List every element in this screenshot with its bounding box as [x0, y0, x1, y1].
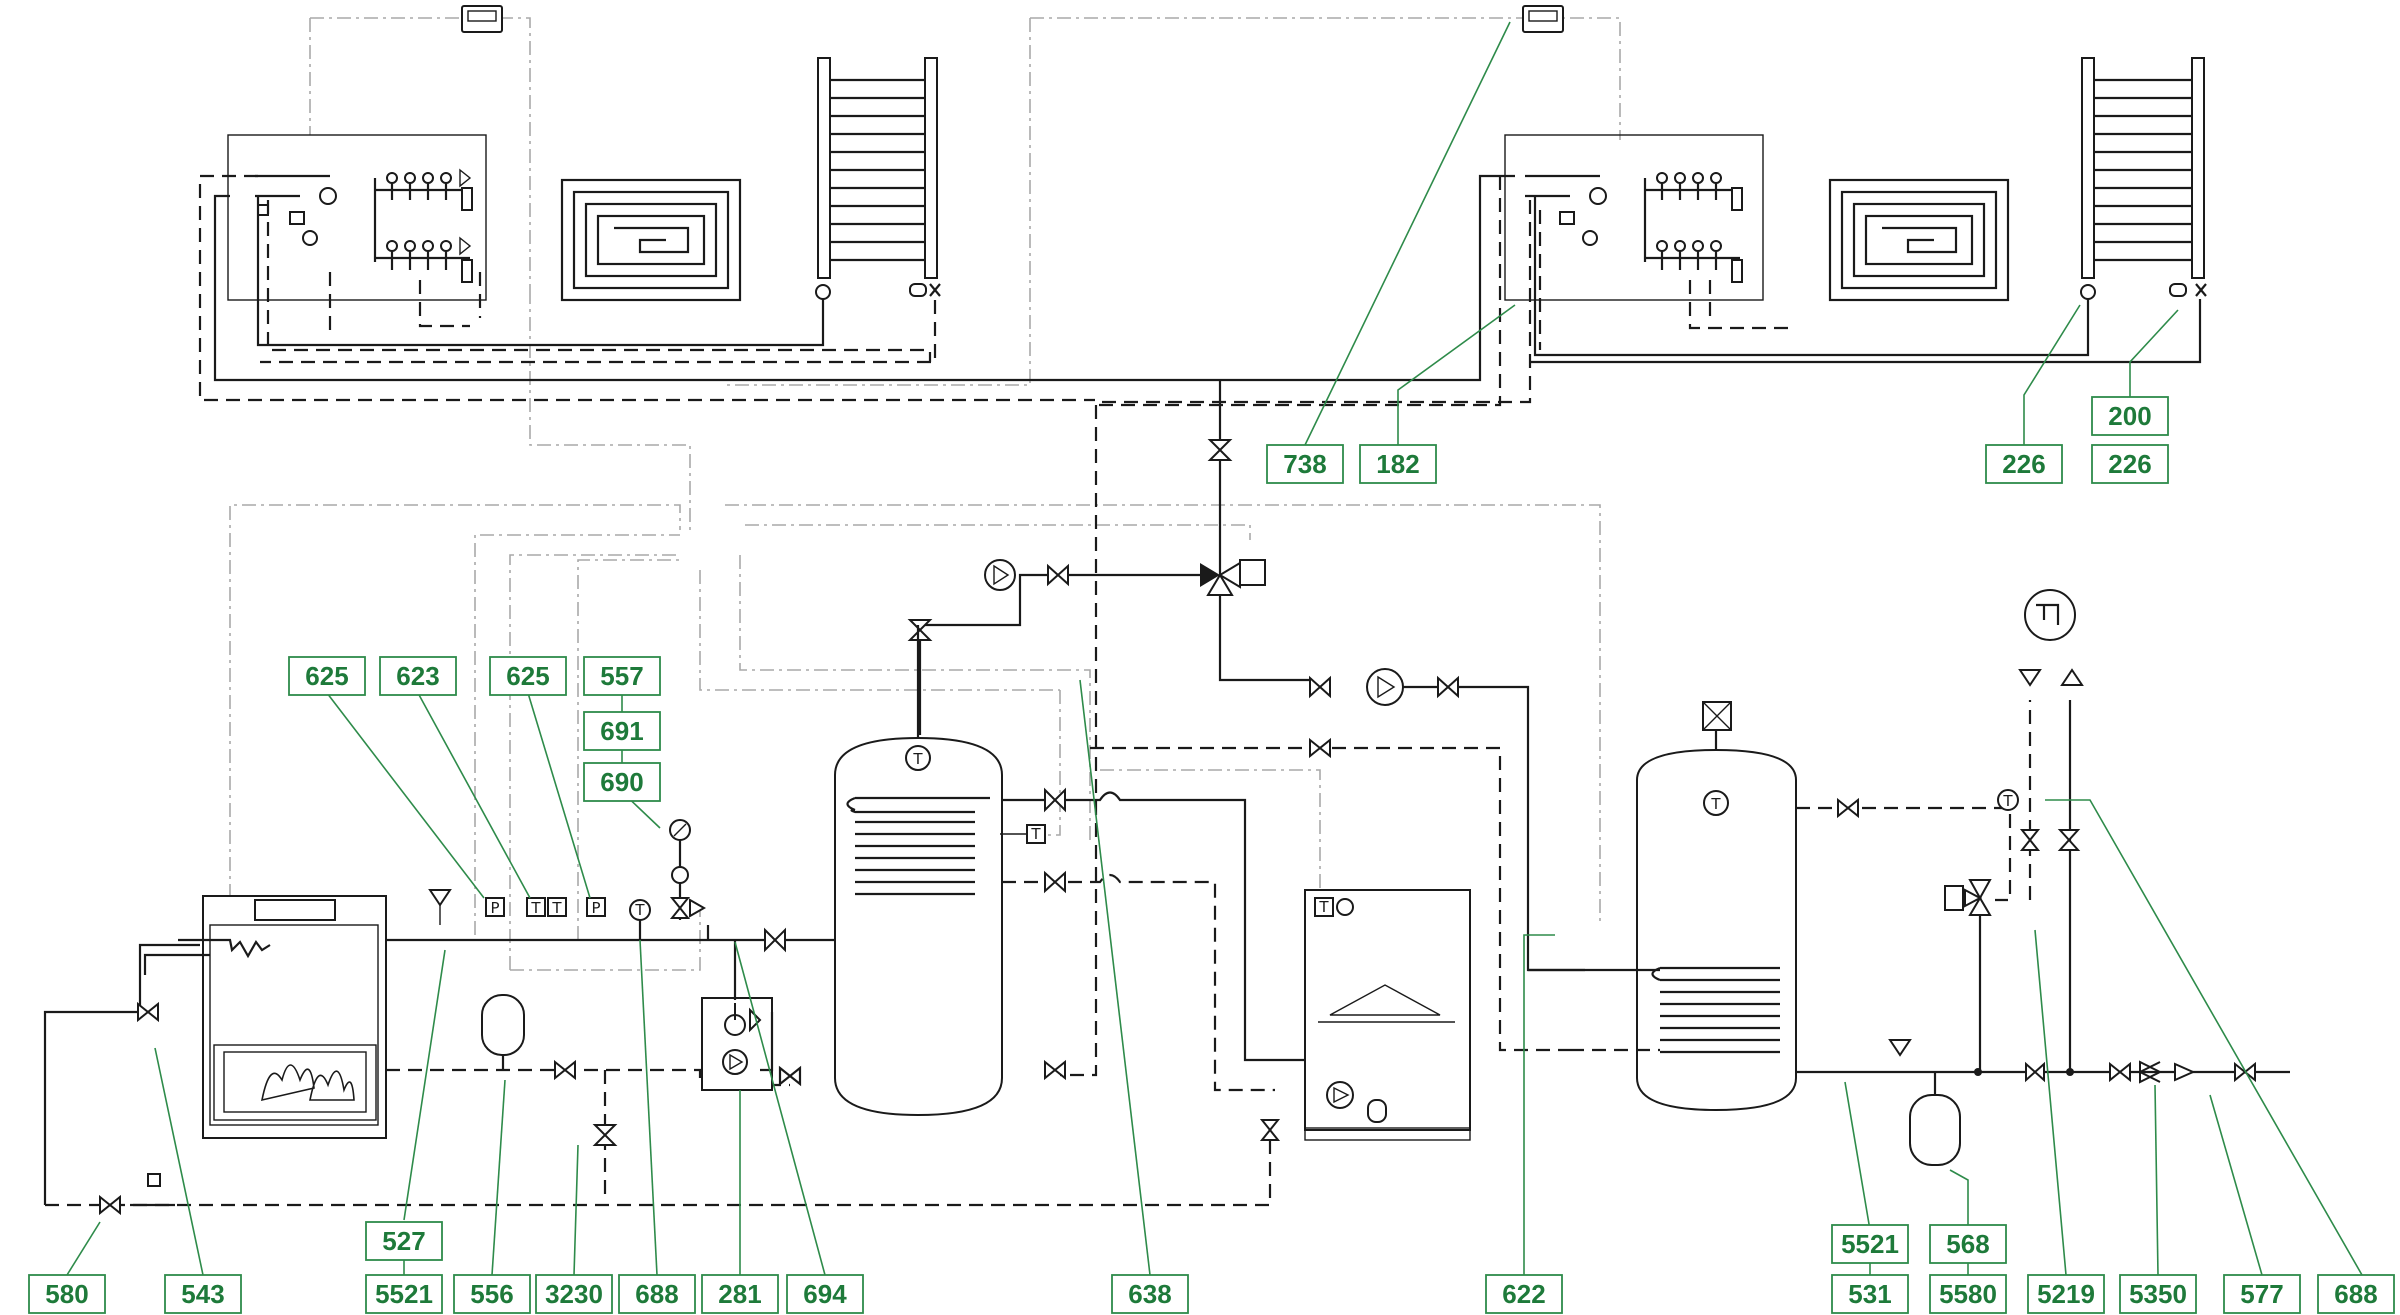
- label-543: 543: [164, 1274, 242, 1314]
- svg-text:527: 527: [382, 1226, 425, 1256]
- label-5580: 5580: [1929, 1274, 2007, 1314]
- label-557: 557: [583, 656, 661, 696]
- label-568: 568: [1929, 1224, 2007, 1264]
- svg-text:622: 622: [1502, 1279, 1545, 1309]
- control-wiring: [229, 17, 1621, 971]
- label-577: 577: [2223, 1274, 2301, 1314]
- label-556: 556: [453, 1274, 531, 1314]
- svg-text:226: 226: [2108, 449, 2151, 479]
- pressure-switch-label-2: P: [591, 899, 600, 917]
- dhw-circulator-pump: [1366, 668, 1404, 706]
- label-625b: 625: [489, 656, 567, 696]
- label-281: 281: [701, 1274, 779, 1314]
- label-688a: 688: [618, 1274, 696, 1314]
- room-controller-2: [1522, 5, 1564, 33]
- label-638: 638: [1111, 1274, 1189, 1314]
- svg-text:531: 531: [1848, 1279, 1891, 1309]
- buffer-thermostat: T: [1030, 825, 1041, 843]
- label-580: 580: [28, 1274, 106, 1314]
- expansion-vessel-dhw: [1909, 1072, 1961, 1166]
- buffer-temp-sensor: T: [912, 750, 923, 768]
- label-226b: 226: [2091, 444, 2169, 484]
- svg-text:625: 625: [506, 661, 549, 691]
- svg-text:694: 694: [803, 1279, 847, 1309]
- label-182: 182: [1359, 444, 1437, 484]
- label-5521b: 5521: [1831, 1224, 1909, 1264]
- label-527: 527: [365, 1221, 443, 1261]
- svg-text:5580: 5580: [1939, 1279, 1997, 1309]
- leader-lines: [66, 21, 2363, 1276]
- room-controller-1: [461, 5, 503, 33]
- towel-radiator-2: [2080, 57, 2207, 300]
- svg-text:556: 556: [470, 1279, 513, 1309]
- label-5521a: 5521: [365, 1274, 443, 1314]
- upper-right-zone: [1095, 5, 2207, 407]
- upper-left-zone: [198, 5, 1515, 402]
- dhw-storage-tank: T T: [1528, 589, 2290, 1166]
- label-694: 694: [786, 1274, 864, 1314]
- expansion-vessel-heating: [481, 994, 525, 1070]
- label-3230: 3230: [535, 1274, 613, 1314]
- svg-text:623: 623: [396, 661, 439, 691]
- three-way-diverter-valve: [1200, 559, 1266, 596]
- svg-text:577: 577: [2240, 1279, 2283, 1309]
- svg-text:5521: 5521: [1841, 1229, 1899, 1259]
- label-690: 690: [583, 762, 661, 802]
- svg-text:281: 281: [718, 1279, 761, 1309]
- buffer-tank: T T: [834, 625, 1305, 1117]
- thermostat-label-2: T: [551, 899, 562, 917]
- tap-icon: [2024, 589, 2076, 641]
- label-691: 691: [583, 711, 661, 751]
- floor-heating-panel-1: [560, 178, 742, 302]
- svg-text:182: 182: [1376, 449, 1419, 479]
- upper-circulator-pump: [984, 559, 1016, 591]
- generator-temp-label: T: [1318, 898, 1329, 916]
- label-623: 623: [379, 656, 457, 696]
- svg-text:688: 688: [635, 1279, 678, 1309]
- svg-text:226: 226: [2002, 449, 2045, 479]
- svg-text:688: 688: [2334, 1279, 2377, 1309]
- thermometer-label: T: [634, 901, 645, 919]
- svg-text:690: 690: [600, 767, 643, 797]
- main-distribution: [907, 380, 1585, 1077]
- wood-boiler: [43, 895, 387, 1205]
- label-226a: 226: [1985, 444, 2063, 484]
- svg-text:5350: 5350: [2129, 1279, 2187, 1309]
- label-688b: 688: [2317, 1274, 2395, 1314]
- mixing-temp-sensor: T: [2002, 792, 2013, 810]
- dhw-temp-sensor: T: [1710, 795, 1721, 813]
- label-622: 622: [1485, 1274, 1563, 1314]
- svg-text:557: 557: [600, 661, 643, 691]
- svg-text:738: 738: [1283, 449, 1326, 479]
- pressure-switch-label: P: [490, 899, 499, 917]
- label-5350: 5350: [2119, 1274, 2197, 1314]
- manifold-left: [255, 168, 473, 283]
- label-625a: 625: [288, 656, 366, 696]
- svg-text:691: 691: [600, 716, 643, 746]
- svg-text:638: 638: [1128, 1279, 1171, 1309]
- svg-text:568: 568: [1946, 1229, 1989, 1259]
- boiler-flow-line: P T T P T: [386, 819, 840, 953]
- svg-text:580: 580: [45, 1279, 88, 1309]
- towel-radiator-1: [815, 57, 941, 300]
- anti-condensation-group: [701, 940, 802, 1091]
- svg-text:5521: 5521: [375, 1279, 433, 1309]
- label-5219: 5219: [2027, 1274, 2105, 1314]
- label-738: 738: [1266, 444, 1344, 484]
- buffer-coil: [846, 796, 990, 896]
- svg-text:200: 200: [2108, 401, 2151, 431]
- thermostat-label: T: [530, 899, 541, 917]
- heat-generator: T: [1304, 889, 1471, 1141]
- floor-heating-panel-2: [1828, 178, 2010, 302]
- svg-text:625: 625: [305, 661, 348, 691]
- label-200: 200: [2091, 396, 2169, 436]
- svg-text:543: 543: [181, 1279, 224, 1309]
- svg-text:5219: 5219: [2037, 1279, 2095, 1309]
- manifold-right: [1525, 172, 1743, 283]
- label-531: 531: [1831, 1274, 1909, 1314]
- svg-text:3230: 3230: [545, 1279, 603, 1309]
